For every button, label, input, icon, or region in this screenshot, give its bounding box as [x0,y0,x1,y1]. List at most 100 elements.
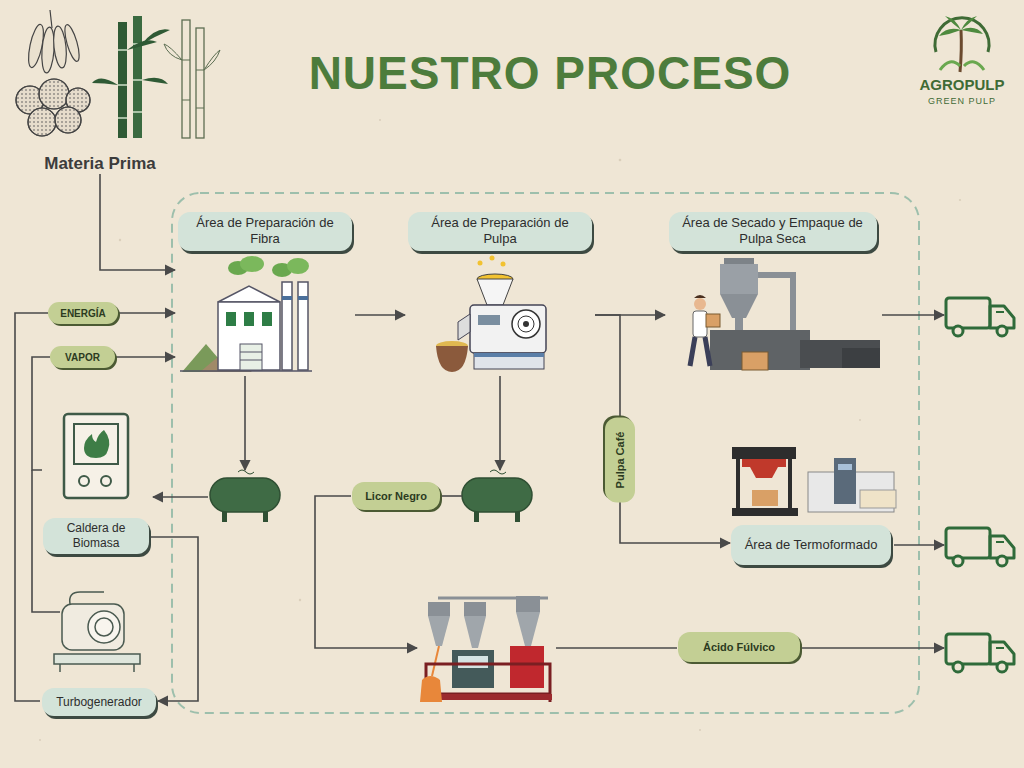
logo-icon [939,16,983,36]
bamboo-illustration [182,60,190,61]
thermoformer-icon [736,459,740,512]
pulper-icon [458,314,470,340]
process-flow-line [244,376,246,470]
raw-material-illustration [16,10,90,136]
logo-icon [935,16,989,72]
process-flow-line [441,495,462,497]
raw-material-text: Materia Prima [44,154,156,174]
truck-icon [946,298,1014,336]
thermoformer-icon [750,467,778,478]
area-box-text: Área de Termoformado [731,525,891,565]
area-box-text: Área de Preparación de Fibra [178,212,352,251]
drying-line-icon [842,348,880,368]
raw-material-illustration [55,107,81,133]
raw-material-illustration [39,79,69,109]
boiler-icon [74,424,118,464]
bamboo-illustration [196,70,204,71]
thermoformer-icon [834,458,856,504]
paper-texture [39,739,41,741]
area-box: Área de Termoformado [730,445,892,565]
equipment-box-text: Turbogenerador [42,688,156,716]
bamboo-illustration [142,78,168,84]
factory-icon [282,296,292,300]
logo-name: AGROPULP [905,76,1019,93]
paper-texture [379,119,381,121]
pulper-icon [490,256,495,261]
factory-icon [298,282,308,370]
evaporator-icon [452,650,494,688]
evaporator-icon [424,694,552,700]
boiler-icon [79,476,89,486]
process-flow-line [32,315,944,648]
raw-material-illustration [28,108,56,136]
bamboo-illustration [204,50,220,70]
raw-material-illustration [40,27,55,74]
boiler-icon [64,414,128,498]
flow-connector [150,537,198,701]
factory-icon [226,312,236,326]
diagram-title: NUESTRO PROCESO [250,46,850,100]
bamboo-illustration [196,28,204,138]
flow-connector [118,312,175,314]
tank-icon [462,478,532,512]
bamboo-illustration [92,16,220,138]
factory-icon [180,256,312,372]
raw-material-illustration [55,107,81,133]
raw-material-illustration [28,108,56,136]
drying-line-icon [690,258,880,370]
drying-line-icon [690,337,710,366]
boiler-icon [84,430,109,458]
pulper-icon [501,262,506,267]
evaporator-icon [458,656,488,668]
area-box-text: Área de Secado y Empaque de Pulpa Seca [669,212,877,251]
process-boundary [172,193,919,713]
area-box-text: Área de Preparación de Pulpa [408,212,592,251]
paper-texture [959,199,961,201]
drying-line-icon [790,272,796,330]
tank-icon [462,470,532,522]
pulper-icon [436,346,468,372]
pulper-icon [474,353,544,357]
evaporator-icon [516,612,540,646]
thermoformer-icon [742,459,786,467]
process-flow-line [556,647,677,649]
flow-connector [355,314,405,316]
pulper-icon [474,353,544,369]
pulper-icon [523,321,529,327]
evaporator-icon [510,646,544,688]
bamboo-illustration [133,111,142,113]
thermoformer-icon [732,508,798,516]
factory-icon [282,282,292,370]
evaporator-icon [420,596,552,702]
raw-material-illustration [50,10,52,28]
factory-icon [240,344,262,370]
evaporator-icon [428,616,450,646]
flow-connector [115,356,175,358]
truck-icon [946,528,1014,566]
evaporator-icon [426,664,550,694]
factory-icon [244,312,254,326]
drying-line-icon [720,294,758,318]
turbogenerator-icon [133,664,135,672]
bamboo-illustration [182,20,190,138]
boiler-icon [64,414,128,498]
bamboo-illustration [133,16,142,138]
flow-tag: VAPOR [50,346,115,368]
equipment-box: Caldera de Biomasa [42,412,150,554]
paper-texture [859,419,861,421]
factory-icon [180,370,312,372]
bamboo-illustration [133,79,142,81]
turbogenerator-icon [59,664,61,672]
drying-line-icon [693,311,707,337]
drying-line-icon [720,264,758,294]
evaporator-icon [464,602,486,616]
turbogenerator-icon [70,592,104,604]
factory-icon [298,296,308,300]
bamboo-illustration [127,40,157,50]
process-flow-line [894,544,944,546]
tank-icon [238,470,254,474]
turbogenerator-icon [95,618,113,636]
bamboo-illustration [164,44,182,60]
